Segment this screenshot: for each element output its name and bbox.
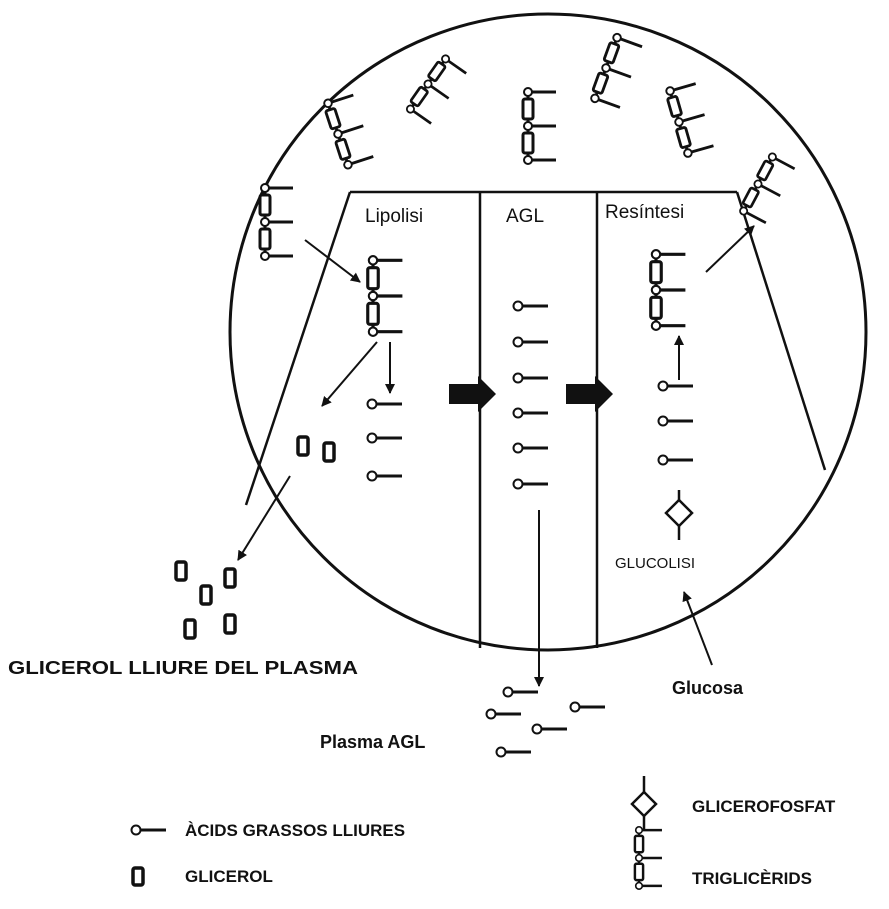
glycerol-icon bbox=[185, 620, 195, 638]
fatty-acid-icon bbox=[659, 382, 694, 391]
glycerol-group bbox=[176, 437, 334, 638]
label-glycolysis: GLUCOLISI bbox=[615, 555, 695, 572]
adipocyte-cell-outline bbox=[230, 14, 866, 650]
triglycerides-group bbox=[260, 32, 796, 335]
glycerol-icon bbox=[201, 586, 211, 604]
label-plasma-glycerol: GLICEROL LLIURE DEL PLASMA bbox=[8, 658, 358, 678]
fatty-acid-icon bbox=[368, 434, 403, 443]
fatty-acids-group bbox=[368, 302, 694, 757]
fatty-acid-icon bbox=[504, 688, 539, 697]
fatty-acid-icon bbox=[514, 338, 549, 347]
triglyceride-icon bbox=[635, 827, 662, 889]
fatty-acid-icon bbox=[533, 725, 568, 734]
glycerol-icon bbox=[176, 562, 186, 580]
header-lipolysis: Lipolisi bbox=[365, 206, 423, 227]
triglyceride-icon bbox=[368, 256, 403, 336]
block-arrow-lipolysis-to-ffa bbox=[449, 376, 496, 412]
fatty-acid-icon bbox=[514, 480, 549, 489]
arrow-tg-out bbox=[706, 226, 754, 272]
triglyceride-icon bbox=[322, 91, 374, 169]
fatty-acid-icon bbox=[497, 748, 532, 757]
legend-fatty-acid-icon bbox=[132, 826, 167, 835]
legend-glycerophosphate-icon bbox=[632, 776, 656, 830]
triglyceride-icon bbox=[523, 88, 556, 164]
triglyceride-icon bbox=[405, 53, 469, 126]
fatty-acid-icon bbox=[514, 302, 549, 311]
triglyceride-icon bbox=[589, 32, 643, 111]
fatty-acid-icon bbox=[368, 400, 403, 409]
glycerol-icon bbox=[225, 615, 235, 633]
fatty-acid-icon bbox=[514, 444, 549, 453]
fatty-acid-icon bbox=[571, 703, 606, 712]
glycerol-icon bbox=[298, 437, 308, 455]
block-arrow-ffa-to-resynthesis bbox=[566, 376, 613, 412]
arrow-glycerol-to-plasma bbox=[238, 476, 290, 560]
legend: ÀCIDS GRASSOS LLIURES GLICEROL GLICEROFO… bbox=[132, 776, 836, 889]
triglyceride-icon bbox=[651, 250, 686, 330]
legend-glycerol: GLICEROL bbox=[185, 867, 273, 886]
label-plasma-ffa: Plasma AGL bbox=[320, 732, 425, 752]
fatty-acid-icon bbox=[659, 456, 694, 465]
legend-glycerophosphate: GLICEROFOSFAT bbox=[692, 797, 836, 816]
header-resynthesis: Resíntesi bbox=[605, 202, 684, 223]
fatty-acid-icon bbox=[368, 472, 403, 481]
legend-free-fatty-acids: ÀCIDS GRASSOS LLIURES bbox=[185, 821, 405, 840]
triglyceride-icon bbox=[664, 80, 714, 158]
fatty-acid-icon bbox=[514, 374, 549, 383]
arrow-glucose-in bbox=[684, 592, 712, 665]
glycerophosphate-icon bbox=[666, 490, 692, 540]
arrow-tg-to-glycerol bbox=[322, 342, 377, 406]
fatty-acid-icon bbox=[659, 417, 694, 426]
fatty-acid-icon bbox=[514, 409, 549, 418]
triglyceride-icon bbox=[260, 184, 293, 260]
triglyceride-icon bbox=[738, 152, 796, 226]
label-glucose: Glucosa bbox=[672, 678, 744, 698]
legend-triglycerides: TRIGLICÈRIDS bbox=[692, 869, 812, 888]
fatty-acid-icon bbox=[487, 710, 522, 719]
header-ffa: AGL bbox=[506, 206, 544, 227]
glycerol-icon bbox=[225, 569, 235, 587]
legend-glycerol-icon bbox=[133, 868, 143, 885]
legend-triglyceride-icon bbox=[635, 827, 662, 889]
glycerol-icon bbox=[324, 443, 334, 461]
